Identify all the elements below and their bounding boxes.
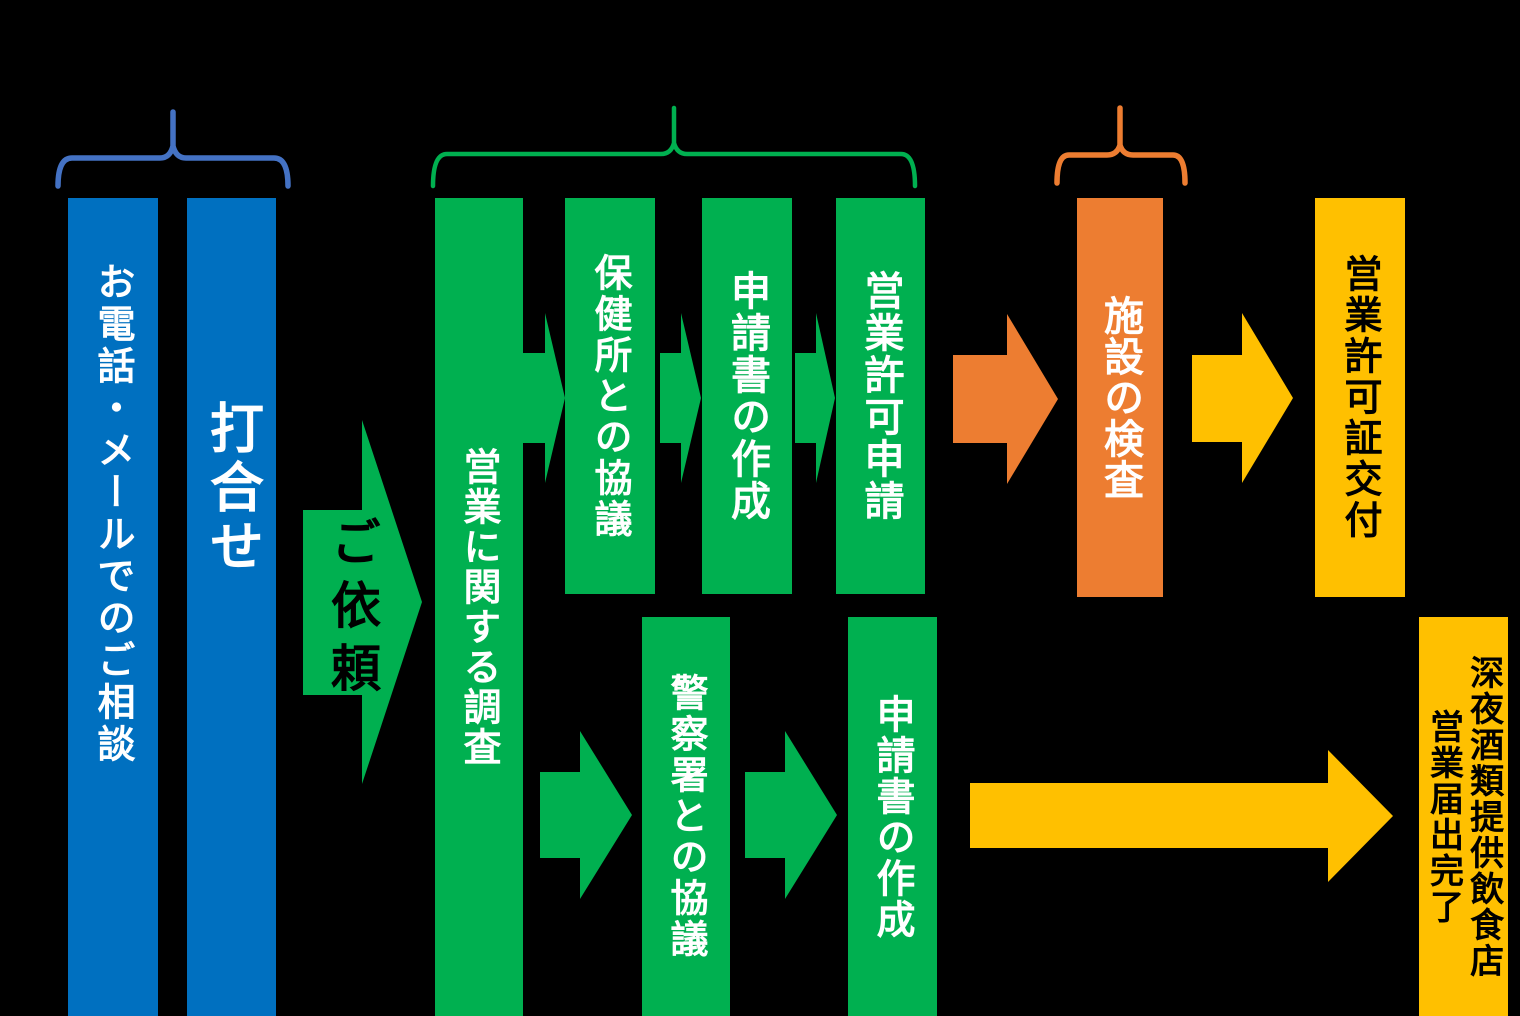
arrow-research-to-police xyxy=(540,731,632,899)
step-license-application: 営業許可申請 xyxy=(836,198,925,594)
step-application-draft-top-label: 申請書の作成 xyxy=(724,270,770,522)
arrow-application-to-license xyxy=(795,313,835,483)
application-phase-brace xyxy=(430,105,918,189)
step-business-research-label: 営業に関する調査 xyxy=(457,447,501,767)
step-application-draft-bottom-label: 申請書の作成 xyxy=(870,693,915,940)
step-late-night-notification-done-label: 深夜酒類提供飲食店 営業届出完了 xyxy=(1423,654,1504,979)
step-health-center-consult: 保健所との協議 xyxy=(565,198,655,594)
step-meeting: 打合せ xyxy=(187,198,276,1016)
step-health-center-consult-label: 保健所との協議 xyxy=(588,252,632,540)
arrow-research-to-health xyxy=(523,313,565,483)
step-police-consult-label: 警察署との協議 xyxy=(664,673,708,960)
step-application-draft-bottom: 申請書の作成 xyxy=(848,617,937,1016)
step-late-night-notification-done: 深夜酒類提供飲食店 営業届出完了 xyxy=(1419,617,1508,1016)
step-phone-email-consult: お電話・メールでのご相談 xyxy=(68,198,158,1016)
step-business-research: 営業に関する調査 xyxy=(435,198,523,1016)
step-license-certificate-issue-label: 営業許可証交付 xyxy=(1338,254,1382,541)
step-license-application-label: 営業許可申請 xyxy=(857,270,904,522)
request-arrow-label: ご依頼 xyxy=(323,516,381,705)
step-police-consult: 警察署との協議 xyxy=(642,617,730,1016)
step-facility-inspection: 施設の検査 xyxy=(1077,198,1163,597)
arrow-police-to-application xyxy=(745,731,837,899)
arrow-to-license-issue xyxy=(1192,313,1293,483)
inspection-brace xyxy=(1054,105,1188,186)
step-phone-email-consult-label: お電話・メールでのご相談 xyxy=(91,262,135,766)
request-arrow xyxy=(303,420,422,784)
step-license-certificate-issue: 営業許可証交付 xyxy=(1315,198,1405,597)
arrow-to-inspection xyxy=(953,314,1058,484)
step-application-draft-top: 申請書の作成 xyxy=(702,198,792,594)
consultation-brace xyxy=(55,109,291,189)
step-meeting-label: 打合せ xyxy=(200,400,264,577)
arrow-to-late-night-done xyxy=(970,750,1393,882)
arrow-health-to-application xyxy=(660,313,701,483)
step-facility-inspection-label: 施設の検査 xyxy=(1097,295,1143,500)
